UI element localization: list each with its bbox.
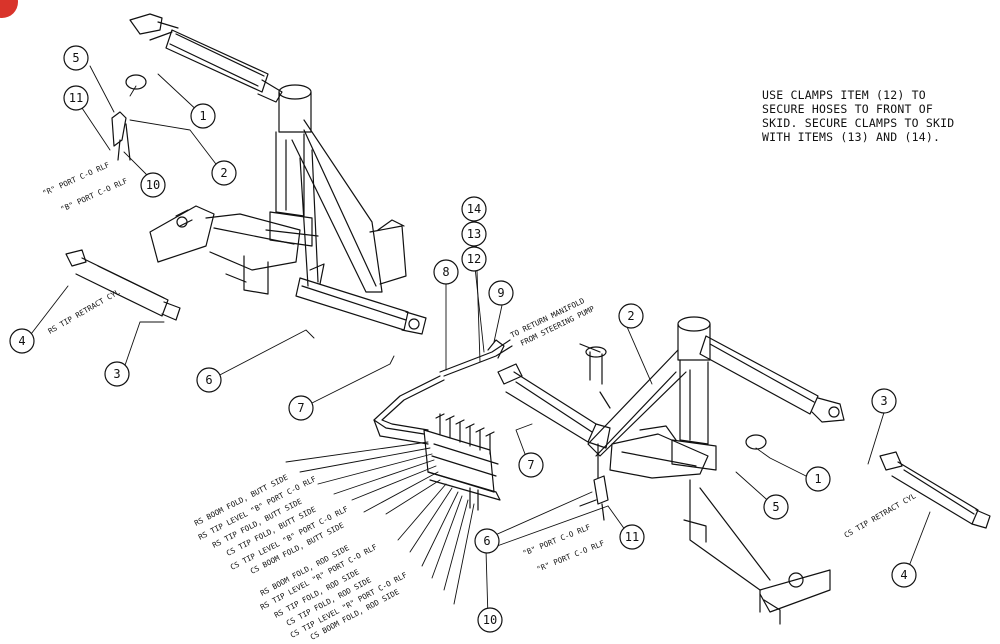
assembly-note: USE CLAMPS ITEM (12) TO SECURE HOSES TO … — [762, 88, 972, 144]
balloon-11-left: 11 — [69, 91, 83, 105]
left-base-bracket — [149, 205, 407, 295]
control-valve-bank — [423, 413, 501, 511]
balloon-7-right: 7 — [527, 458, 534, 472]
balloon-14: 14 — [467, 202, 481, 216]
balloon-4-left: 4 — [18, 334, 25, 348]
balloon-10-right: 10 — [483, 613, 497, 627]
left-mast — [265, 84, 319, 247]
balloon-1-right: 1 — [814, 472, 821, 486]
balloon-8: 8 — [442, 265, 449, 279]
balloon-11-right: 11 — [625, 530, 639, 544]
note-line-2: SECURE HOSES TO FRONT OF — [762, 102, 933, 116]
balloon-5-right: 5 — [772, 500, 779, 514]
left-hose-fittings — [111, 74, 147, 161]
note-line-1: USE CLAMPS ITEM (12) TO — [762, 88, 926, 102]
left-lower-cylinder — [295, 263, 427, 335]
balloon-9: 9 — [497, 286, 504, 300]
right-lower-cylinder — [497, 363, 611, 449]
balloon-5-left: 5 — [72, 51, 79, 65]
right-pivot-base — [609, 425, 831, 625]
right-mast — [671, 316, 717, 471]
right-hose-fittings — [579, 443, 609, 521]
balloon-2-left: 2 — [220, 166, 227, 180]
balloon-10-left: 10 — [146, 178, 160, 192]
balloon-circles — [9, 45, 917, 633]
right-top-cylinder — [699, 335, 845, 423]
balloon-4-right: 4 — [900, 568, 907, 582]
balloon-2-right: 2 — [627, 309, 634, 323]
balloon-1-left: 1 — [199, 109, 206, 123]
label-cs-tip-retract: CS TIP RETRACT CYL — [843, 491, 918, 540]
hose-to-valve — [373, 375, 445, 445]
balloon-6-left: 6 — [205, 373, 212, 387]
balloon-7-left: 7 — [297, 401, 304, 415]
balloon-12: 12 — [467, 252, 481, 266]
hose-leader-lines — [285, 441, 475, 605]
balloon-6-right: 6 — [483, 534, 490, 548]
note-line-4: WITH ITEMS (13) AND (14). — [762, 130, 941, 144]
left-boom-arms — [291, 119, 383, 293]
rs-tip-retract-cylinder — [65, 249, 181, 321]
balloon-13: 13 — [467, 227, 481, 241]
hose-to-return — [439, 339, 513, 377]
note-line-3: SKID. SECURE CLAMPS TO SKID — [762, 116, 955, 130]
cs-tip-retract-cylinder — [879, 451, 991, 529]
balloon-leaders — [27, 65, 931, 619]
balloon-3-left: 3 — [113, 367, 120, 381]
left-top-cylinder — [129, 13, 283, 103]
balloon-3-right: 3 — [880, 394, 887, 408]
label-rs-tip-retract: RS TIP RETRACT CYL — [47, 287, 122, 336]
right-boom-arms — [579, 343, 687, 457]
